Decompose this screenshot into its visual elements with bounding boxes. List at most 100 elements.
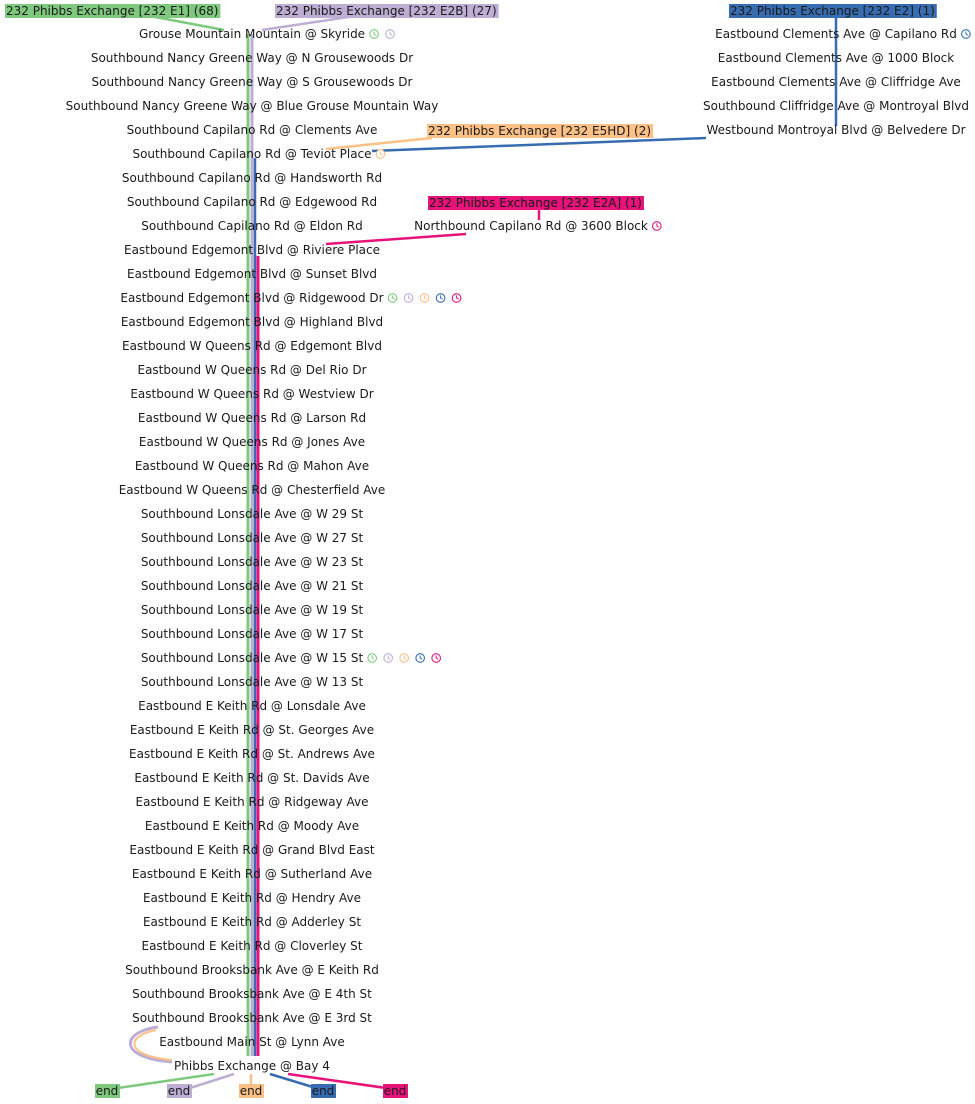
end-link-e2b [189,1072,235,1090]
stop-westbound-montroyal-blvd-belvedere-dr: Westbound Montroyal Blvd @ Belvedere Dr [706,123,965,137]
header-link-e1 [149,14,225,32]
route-header-label: 232 Phibbs Exchange [232 E1] (68) [6,4,218,18]
route-header-label: 232 Phibbs Exchange [232 E5HD] (2) [428,124,651,138]
stop-eastbound-w-queens-rd-chesterfield-ave: Eastbound W Queens Rd @ Chesterfield Ave [119,483,386,497]
stop-eastbound-e-keith-rd-lonsdale-ave: Eastbound E Keith Rd @ Lonsdale Ave [138,699,366,713]
stop-southbound-nancy-greene-way-s-grousewoods-dr: Southbound Nancy Greene Way @ S Grousewo… [92,75,413,89]
route-header-e1: 232 Phibbs Exchange [232 E1] (68) [5,4,221,18]
stop-eastbound-edgemont-blvd-ridgewood-dr: Eastbound Edgemont Blvd @ Ridgewood Dr [120,291,383,305]
stop-eastbound-clements-ave-cliffridge-ave: Eastbound Clements Ave @ Cliffridge Ave [711,75,961,89]
stop-eastbound-e-keith-rd-hendry-ave: Eastbound E Keith Rd @ Hendry Ave [143,891,361,905]
route-header-e5hd: 232 Phibbs Exchange [232 E5HD] (2) [427,124,654,138]
stop-eastbound-w-queens-rd-del-rio-dr: Eastbound W Queens Rd @ Del Rio Dr [137,363,366,377]
stop-eastbound-edgemont-blvd-sunset-blvd: Eastbound Edgemont Blvd @ Sunset Blvd [127,267,377,281]
stop-southbound-lonsdale-ave-w-15-st: Southbound Lonsdale Ave @ W 15 St [141,651,364,665]
clock-icon [375,149,386,159]
end-marker-e2a: end [383,1084,408,1098]
route-link-e2-join [371,136,707,153]
clock-icon [435,293,446,303]
clock-icon [652,221,662,231]
end-label: end [96,1084,119,1098]
end-link-e2a [287,1072,387,1090]
clock-icon [451,293,462,303]
route-header-label: 232 Phibbs Exchange [232 E2B] (27) [276,4,497,18]
stop-eastbound-e-keith-rd-st-andrews-ave: Eastbound E Keith Rd @ St. Andrews Ave [129,747,375,761]
stop-eastbound-w-queens-rd-edgemont-blvd: Eastbound W Queens Rd @ Edgemont Blvd [122,339,382,353]
stop-southbound-lonsdale-ave-w-17-st: Southbound Lonsdale Ave @ W 17 St [141,627,364,641]
route-link-e5hd-join [325,136,433,151]
stop-eastbound-clements-ave-1000-block: Eastbound Clements Ave @ 1000 Block [718,51,955,65]
stop-southbound-lonsdale-ave-w-21-st: Southbound Lonsdale Ave @ W 21 St [141,579,364,593]
stop-southbound-lonsdale-ave-w-23-st: Southbound Lonsdale Ave @ W 23 St [141,555,364,569]
stop-eastbound-e-keith-rd-st-davids-ave: Eastbound E Keith Rd @ St. Davids Ave [134,771,369,785]
end-marker-e5hd: end [239,1084,264,1098]
clock-icon [385,29,395,39]
clock-icon [961,29,971,39]
stop-southbound-capilano-rd-edgewood-rd: Southbound Capilano Rd @ Edgewood Rd [127,195,377,209]
stop-eastbound-w-queens-rd-westview-dr: Eastbound W Queens Rd @ Westview Dr [130,387,373,401]
stop-southbound-lonsdale-ave-w-27-st: Southbound Lonsdale Ave @ W 27 St [141,531,364,545]
route-link-e2a-join [325,232,467,246]
route-header-e2: 232 Phibbs Exchange [232 E2] (1) [729,4,937,18]
loop-e2b [128,1025,173,1064]
route-lines [117,14,838,1090]
stop-southbound-capilano-rd-clements-ave: Southbound Capilano Rd @ Clements Ave [127,123,378,137]
stop-southbound-brooksbank-ave-e-keith-rd: Southbound Brooksbank Ave @ E Keith Rd [125,963,379,977]
stop-grouse-mountain-mountain-skyride: Grouse Mountain Mountain @ Skyride [139,27,365,41]
stop-southbound-cliffridge-ave-montroyal-blvd: Southbound Cliffridge Ave @ Montroyal Bl… [703,99,969,113]
end-label: end [312,1084,335,1098]
stop-southbound-capilano-rd-teviot-place: Southbound Capilano Rd @ Teviot Place [132,147,371,161]
end-link-e2 [269,1072,317,1090]
end-link-e1 [117,1072,215,1090]
end-marker-e2b: end [167,1084,192,1098]
stop-southbound-brooksbank-ave-e-4th-st: Southbound Brooksbank Ave @ E 4th St [132,987,372,1001]
stop-southbound-capilano-rd-handsworth-rd: Southbound Capilano Rd @ Handsworth Rd [122,171,382,185]
clock-icon [367,653,378,663]
stop-southbound-lonsdale-ave-w-19-st: Southbound Lonsdale Ave @ W 19 St [141,603,364,617]
stop-southbound-nancy-greene-way-blue-grouse-mountain-way: Southbound Nancy Greene Way @ Blue Grous… [66,99,439,113]
end-label: end [240,1084,263,1098]
clock-icon [399,653,410,663]
clock-icon [403,293,414,303]
stop-phibbs-exchange-bay-4: Phibbs Exchange @ Bay 4 [174,1059,330,1073]
end-marker-e1: end [95,1084,120,1098]
clock-icon [419,293,430,303]
route-header-label: 232 Phibbs Exchange [232 E2A] (1) [429,196,642,210]
stop-eastbound-e-keith-rd-sutherland-ave: Eastbound E Keith Rd @ Sutherland Ave [132,867,372,881]
stop-eastbound-edgemont-blvd-highland-blvd: Eastbound Edgemont Blvd @ Highland Blvd [121,315,383,329]
clock-icon [415,653,426,663]
clock-icon [387,293,398,303]
clock-icon [431,653,442,663]
stop-eastbound-e-keith-rd-ridgeway-ave: Eastbound E Keith Rd @ Ridgeway Ave [136,795,369,809]
stop-eastbound-clements-ave-capilano-rd: Eastbound Clements Ave @ Capilano Rd [715,27,957,41]
stop-eastbound-w-queens-rd-mahon-ave: Eastbound W Queens Rd @ Mahon Ave [135,459,369,473]
route-header-label: 232 Phibbs Exchange [232 E2] (1) [730,4,935,18]
loop-e5hd [133,1029,173,1061]
stop-northbound-capilano-rd-3600-block: Northbound Capilano Rd @ 3600 Block [414,219,648,233]
end-marker-e2: end [311,1084,336,1098]
stop-southbound-brooksbank-ave-e-3rd-st: Southbound Brooksbank Ave @ E 3rd St [132,1011,372,1025]
stop-eastbound-e-keith-rd-grand-blvd-east: Eastbound E Keith Rd @ Grand Blvd East [129,843,374,857]
header-link-e2b [261,14,356,32]
stop-eastbound-e-keith-rd-st-georges-ave: Eastbound E Keith Rd @ St. Georges Ave [130,723,374,737]
route-header-e2a: 232 Phibbs Exchange [232 E2A] (1) [428,196,644,210]
stop-southbound-lonsdale-ave-w-13-st: Southbound Lonsdale Ave @ W 13 St [141,675,364,689]
stop-eastbound-main-st-lynn-ave: Eastbound Main St @ Lynn Ave [159,1035,345,1049]
route-header-e2b: 232 Phibbs Exchange [232 E2B] (27) [275,4,499,18]
stop-eastbound-e-keith-rd-moody-ave: Eastbound E Keith Rd @ Moody Ave [145,819,359,833]
end-label: end [384,1084,407,1098]
stop-eastbound-w-queens-rd-jones-ave: Eastbound W Queens Rd @ Jones Ave [139,435,365,449]
clock-icon [383,653,394,663]
stop-southbound-nancy-greene-way-n-grousewoods-dr: Southbound Nancy Greene Way @ N Grousewo… [91,51,413,65]
stop-southbound-lonsdale-ave-w-29-st: Southbound Lonsdale Ave @ W 29 St [141,507,364,521]
stop-eastbound-edgemont-blvd-riviere-place: Eastbound Edgemont Blvd @ Riviere Place [124,243,380,257]
stop-eastbound-e-keith-rd-cloverley-st: Eastbound E Keith Rd @ Cloverley St [141,939,362,953]
stop-eastbound-e-keith-rd-adderley-st: Eastbound E Keith Rd @ Adderley St [143,915,361,929]
end-label: end [168,1084,191,1098]
stop-southbound-capilano-rd-eldon-rd: Southbound Capilano Rd @ Eldon Rd [141,219,362,233]
clock-icon [369,29,379,39]
end-markers: end end end end end [95,1084,408,1098]
stop-eastbound-w-queens-rd-larson-rd: Eastbound W Queens Rd @ Larson Rd [138,411,366,425]
stop-labels: Grouse Mountain Mountain @ SkyrideSouthb… [66,27,971,1073]
